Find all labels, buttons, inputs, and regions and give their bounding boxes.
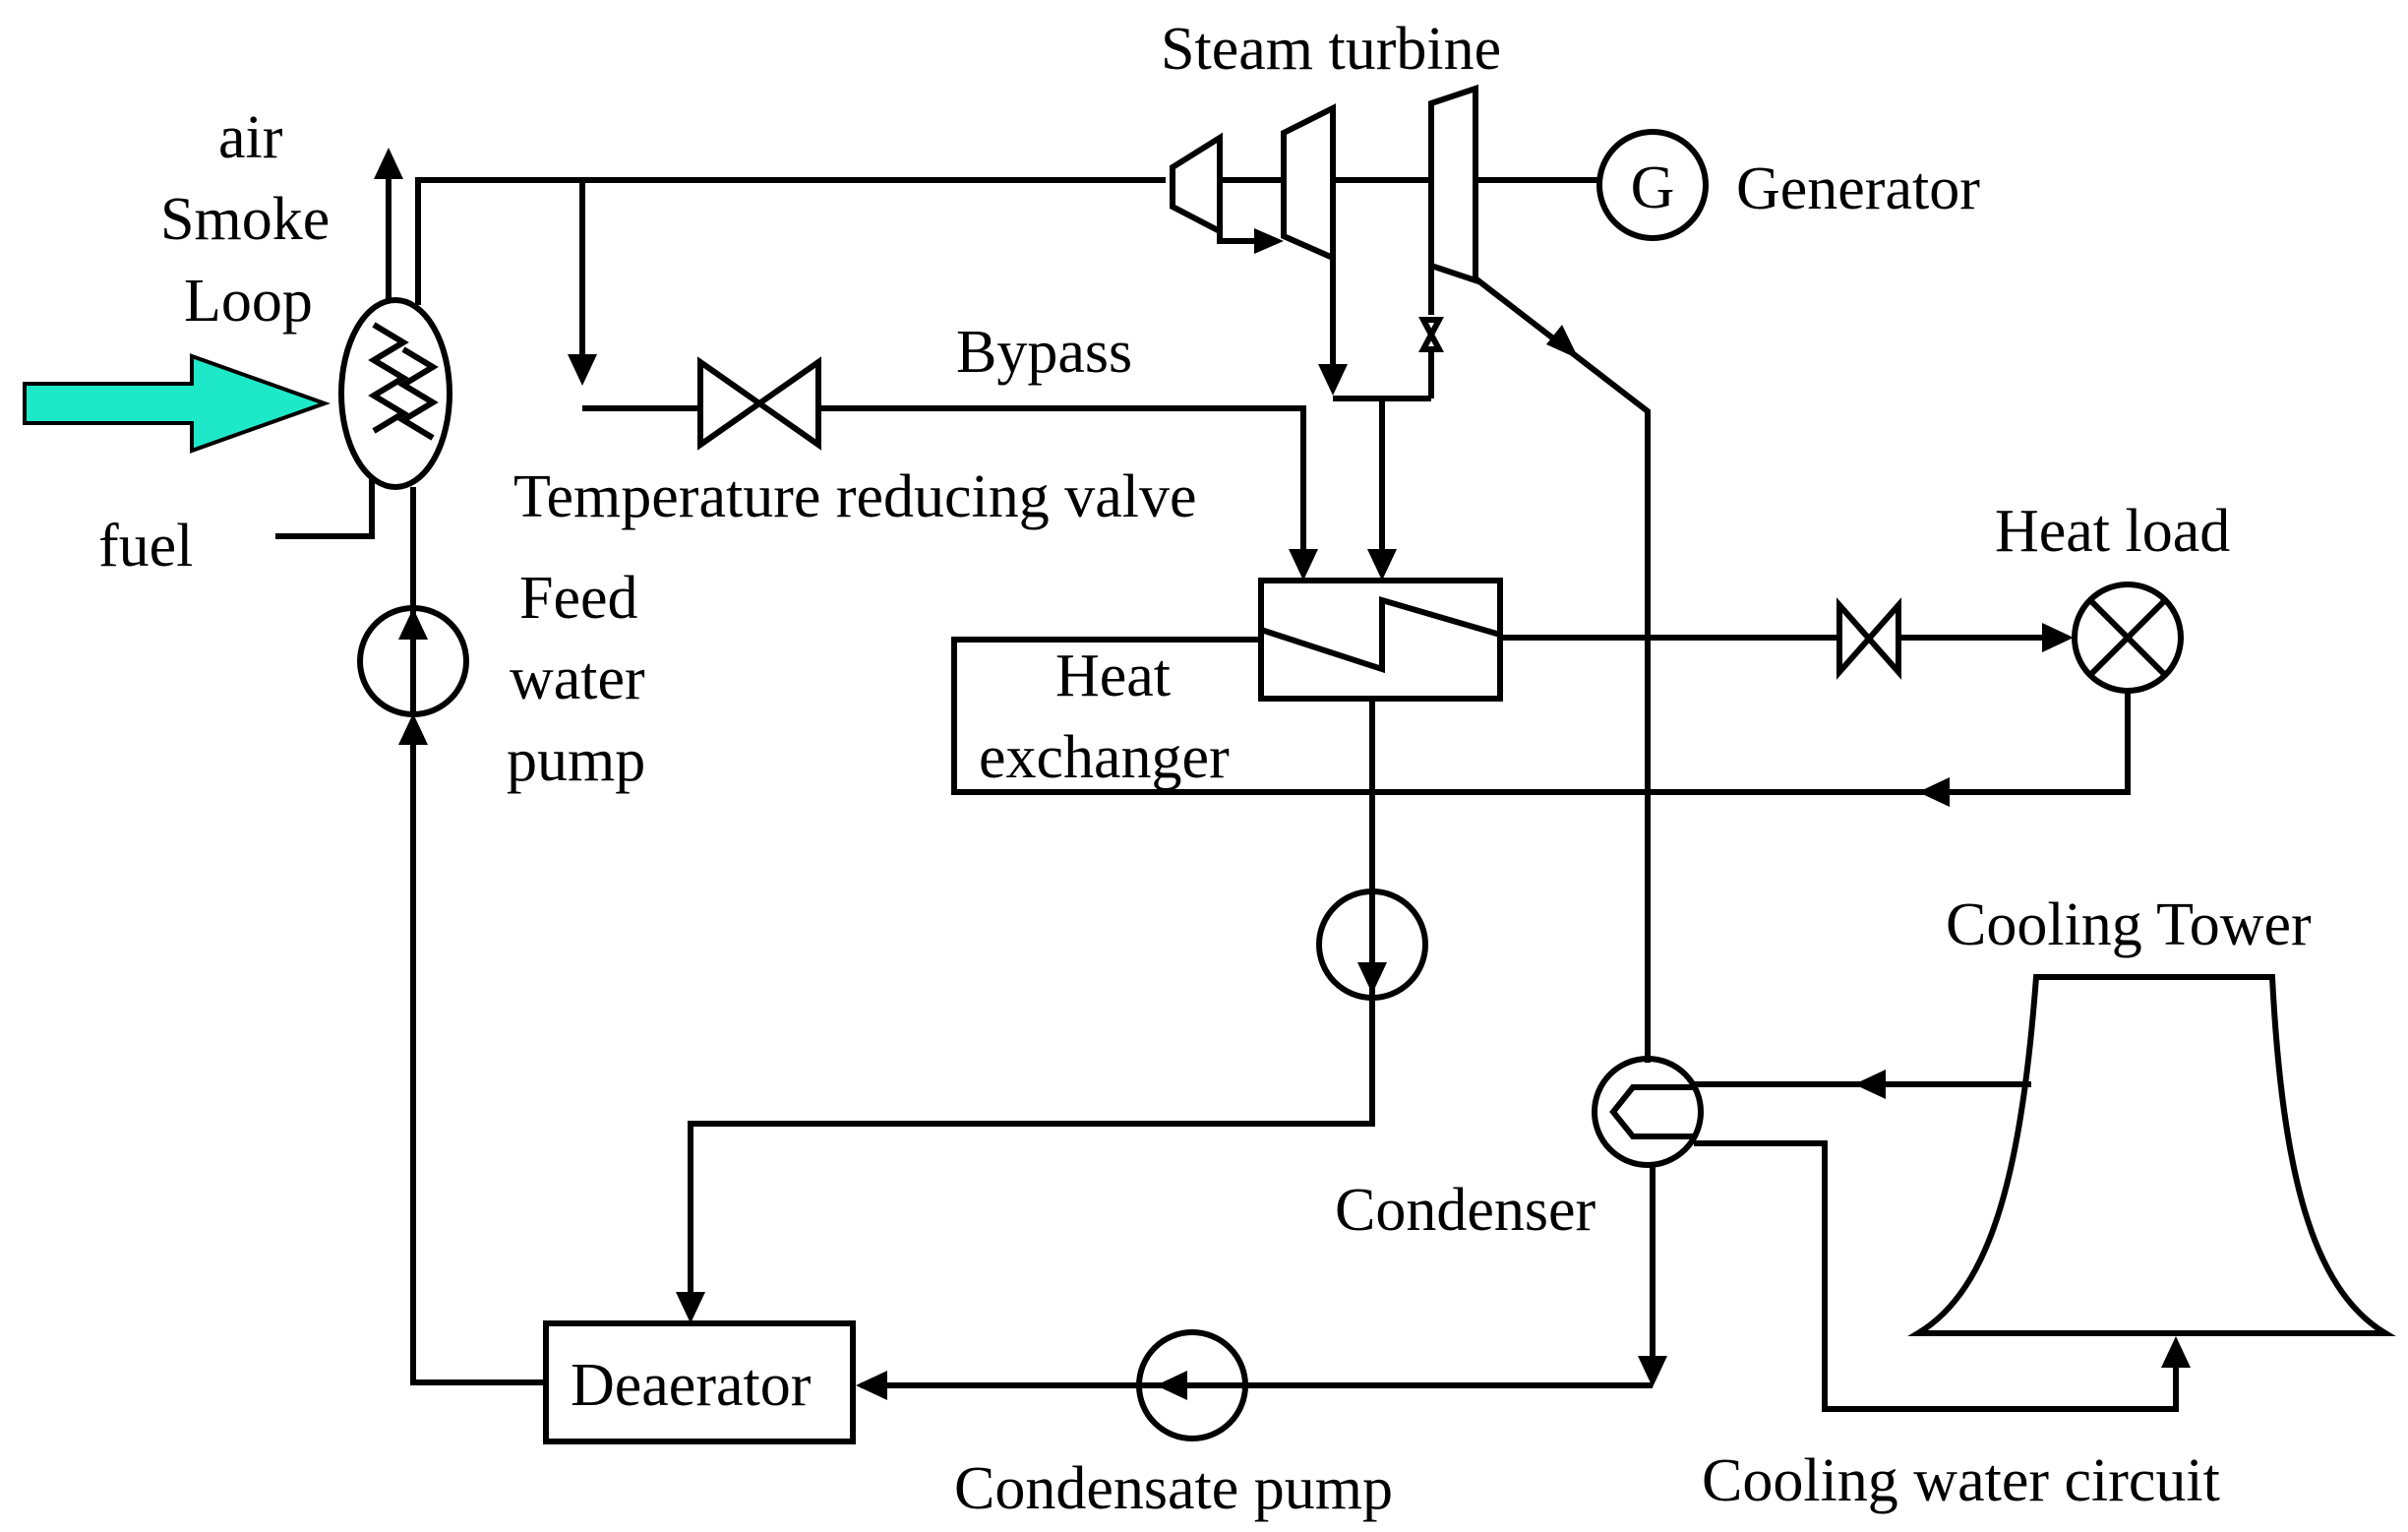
exchanger-label: exchanger	[979, 724, 1230, 791]
fuel-air-input-arrow-icon	[23, 353, 331, 454]
generator-label: Generator	[1736, 155, 1980, 222]
cooling-tower-label: Cooling Tower	[1946, 891, 2312, 958]
heat-load-label: Heat load	[1995, 498, 2230, 565]
heat-label: Heat	[1055, 643, 1171, 709]
condensate-pump-icon	[1136, 1329, 1248, 1441]
temperature-reducing-valve-label: Temperature reducing valve	[513, 463, 1197, 530]
heat-load-lamp-icon	[2072, 582, 2184, 694]
condenser-label: Condenser	[1335, 1177, 1596, 1244]
condensate-pump-label: Condensate pump	[954, 1455, 1393, 1522]
water-label: water	[510, 645, 645, 712]
air-label: air	[218, 104, 283, 171]
cooling-water-circuit-label: Cooling water circuit	[1702, 1447, 2220, 1514]
fuel-label: fuel	[98, 513, 193, 580]
condenser-icon	[1592, 1056, 1704, 1168]
temperature-reducing-valve-icon	[697, 356, 821, 451]
feed-label: Feed	[519, 565, 638, 632]
pump-label: pump	[507, 727, 645, 794]
turbine-stage-icon	[1170, 84, 1478, 285]
loop-label: Loop	[184, 268, 313, 335]
cooling-tower-icon	[1907, 974, 2396, 1336]
generator-icon: G	[1596, 129, 1709, 241]
valve-icon	[1836, 597, 1901, 680]
bypass-label: Bypass	[956, 319, 1132, 386]
deaerator-label: Deaerator	[571, 1352, 812, 1419]
steam-turbine-label: Steam turbine	[1161, 16, 1501, 83]
heat-exchanger-icon	[1258, 578, 1503, 702]
generator-symbol: G	[1631, 154, 1675, 221]
smoke-label: Smoke	[160, 186, 330, 253]
boiler-heat-exchange-icon	[338, 297, 452, 490]
